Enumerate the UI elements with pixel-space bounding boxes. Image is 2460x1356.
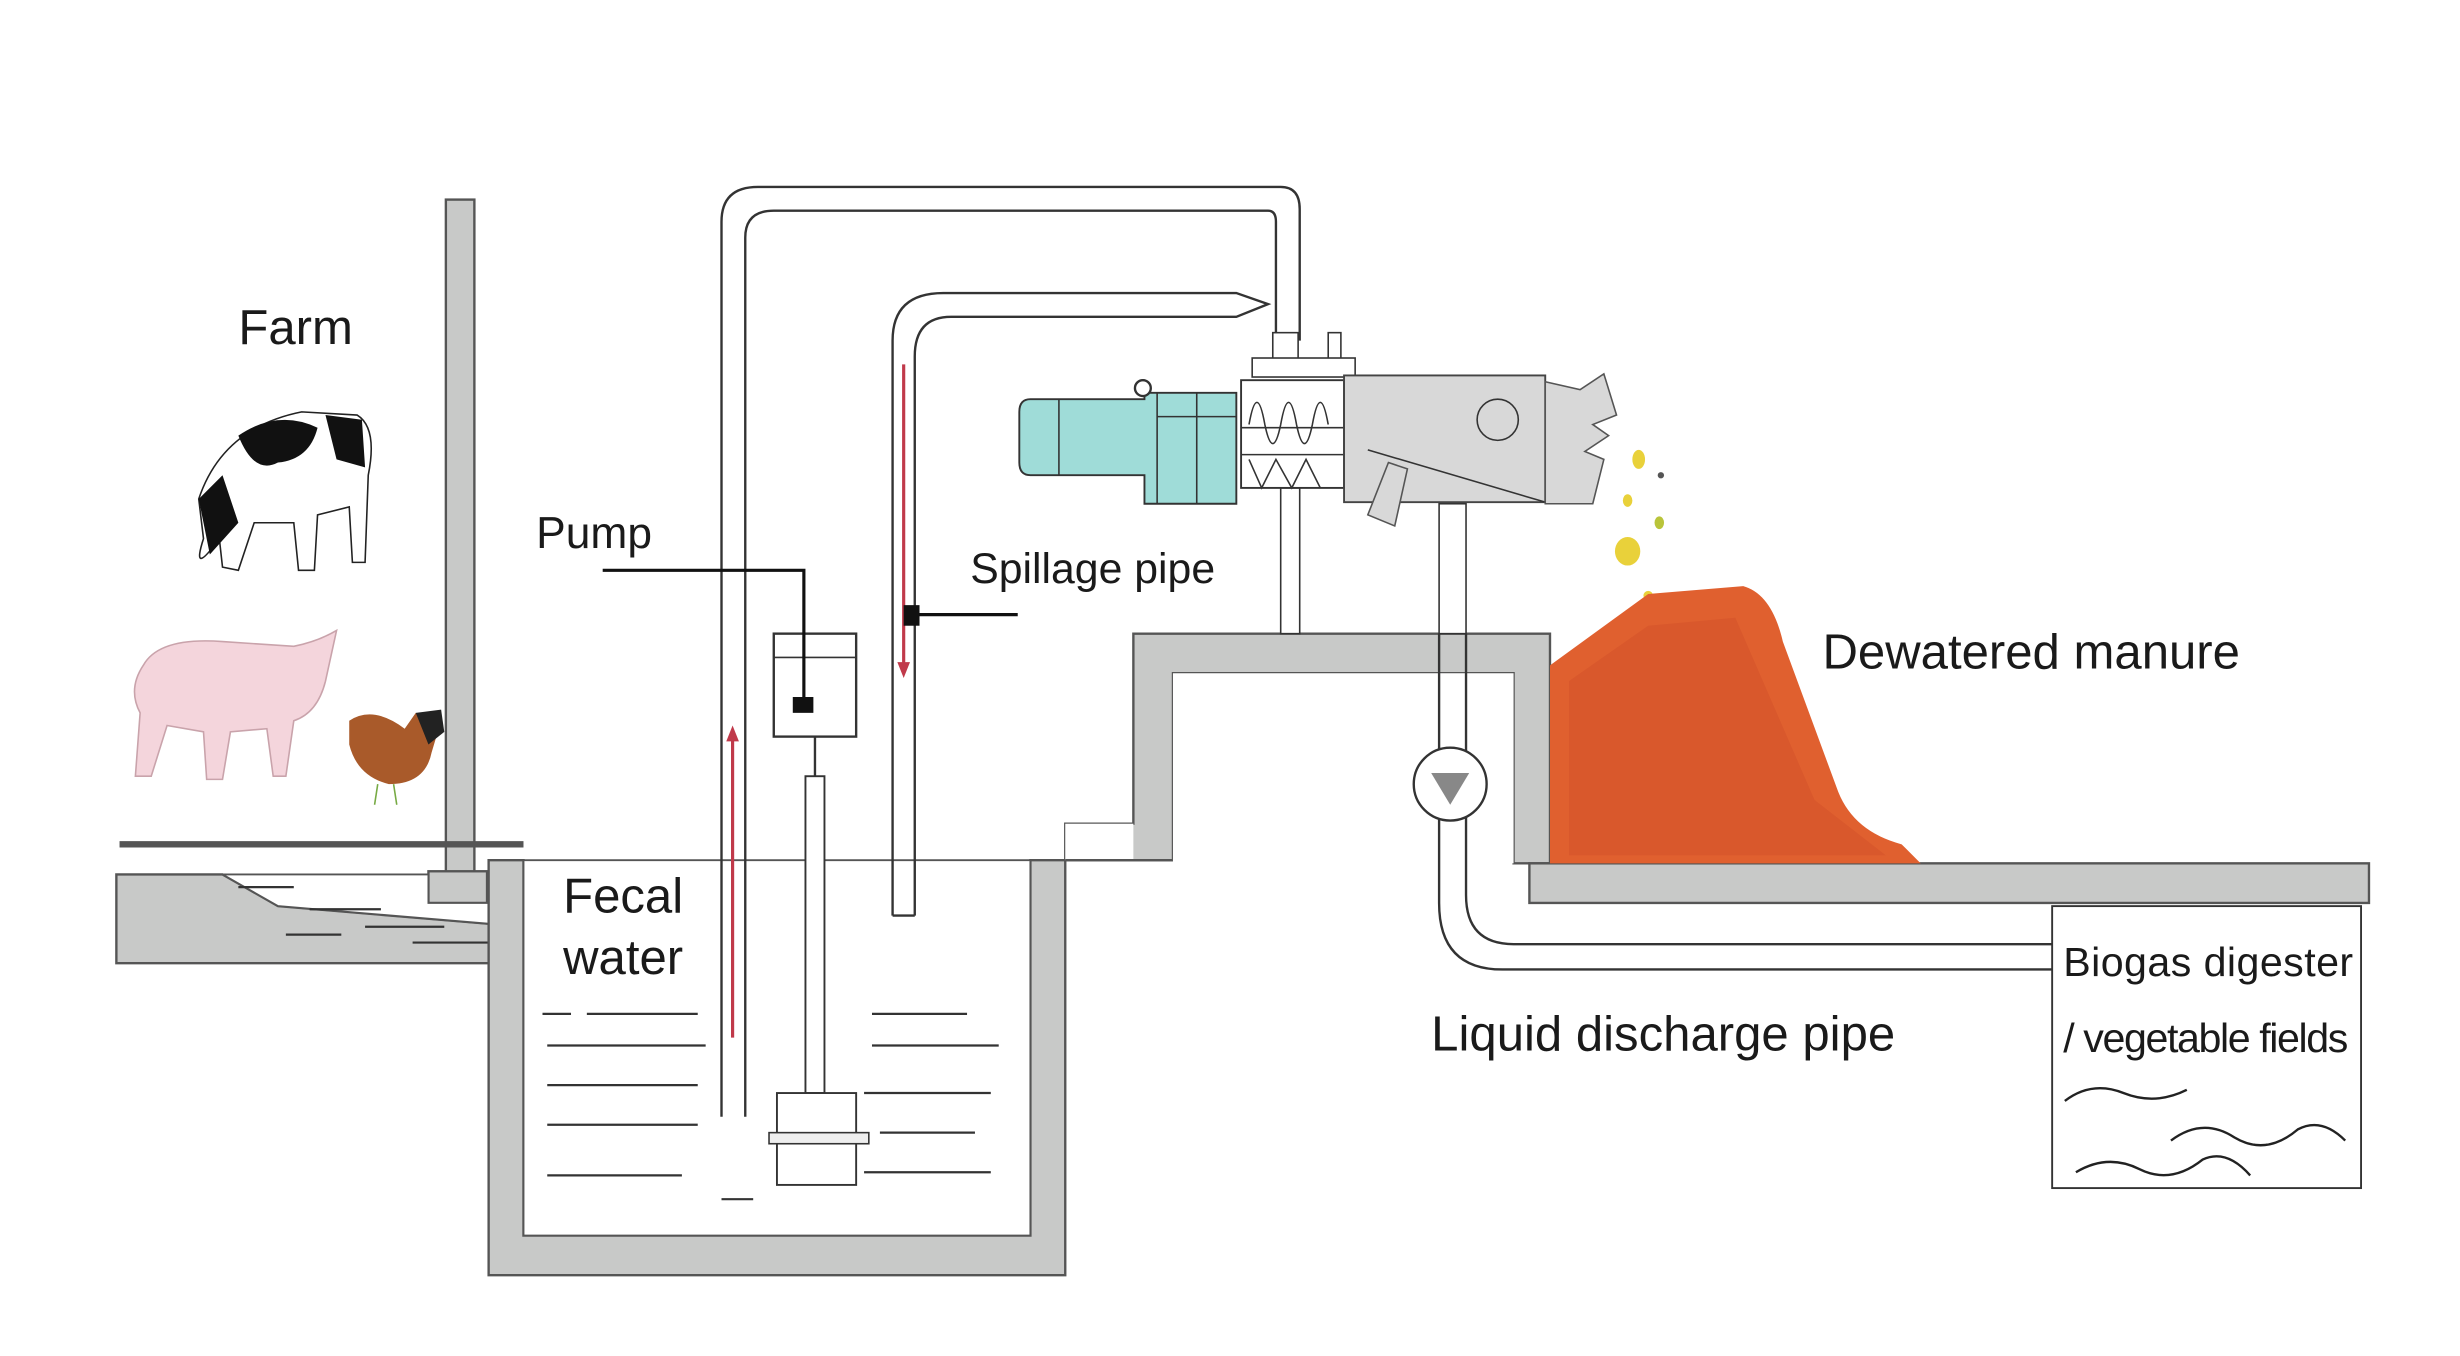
motor: [1018, 391, 1238, 505]
label-fecal: Fecal: [563, 869, 683, 923]
pump-leader-line: [602, 568, 806, 698]
liquid-wave-lines: [2064, 1087, 2347, 1177]
chicken-icon: [349, 709, 445, 805]
label-vegetable-fields: / vegetable fields: [2063, 1015, 2348, 1061]
channel-water-lines: [238, 885, 508, 944]
label-farm: Farm: [238, 301, 353, 355]
label-liquid-discharge-pipe: Liquid discharge pipe: [1431, 1007, 1895, 1061]
cow-icon: [197, 411, 373, 572]
spillage-pipe: [891, 291, 1272, 916]
farm-wall: [444, 198, 476, 879]
label-biogas-digester: Biogas digester: [2063, 939, 2353, 985]
label-spillage-pipe: Spillage pipe: [970, 545, 1215, 593]
wall-footing: [427, 870, 489, 905]
biogas-digester-box: [2051, 905, 2363, 1190]
ground-slab: [1528, 862, 2371, 905]
label-water: water: [562, 931, 683, 985]
delivery-pipe: [720, 185, 1301, 1117]
separator-body: [1343, 374, 1547, 504]
pump-housing: [772, 632, 858, 738]
screw-press-separator: [1018, 331, 1618, 635]
discharge-head: [1544, 372, 1618, 505]
label-dewatered-manure: Dewatered manure: [1822, 625, 2240, 679]
screw-chamber: [1240, 379, 1346, 489]
pit-water-lines: [542, 1012, 999, 1201]
liquid-discharge-pipe: [1437, 633, 2053, 971]
pig-icon: [133, 628, 338, 781]
manure-particles: [1614, 449, 1665, 601]
label-pump: Pump: [536, 509, 652, 558]
